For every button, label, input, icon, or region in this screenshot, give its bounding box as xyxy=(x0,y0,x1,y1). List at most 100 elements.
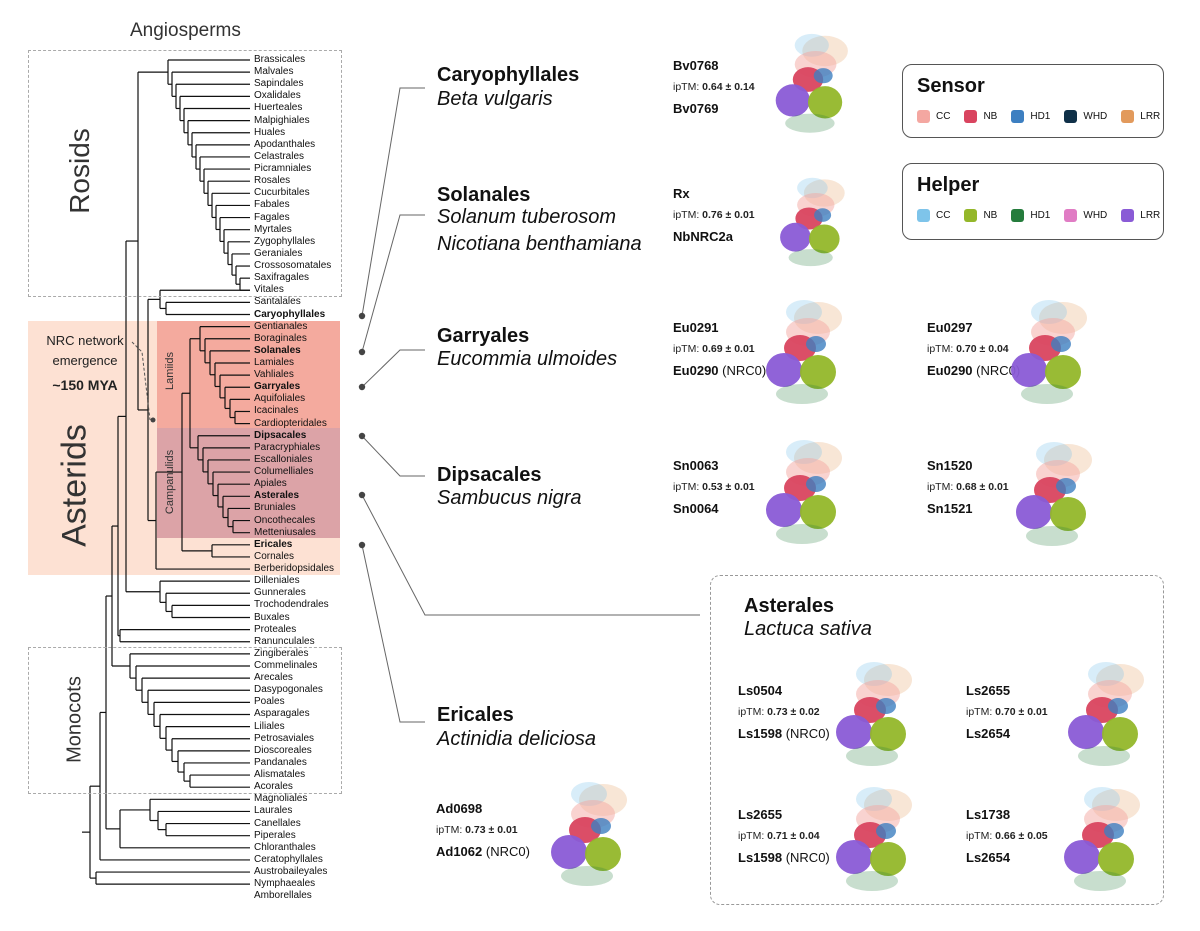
order-label: Commelinales xyxy=(254,660,318,671)
structure-domain xyxy=(856,787,892,811)
sensor-legend-label: LRR xyxy=(1140,111,1161,122)
caryophyllales-title: Caryophyllales xyxy=(437,64,580,86)
structure-domain xyxy=(800,355,836,389)
garryales-title: Garryales xyxy=(437,325,530,347)
order-label: Cucurbitales xyxy=(254,187,310,199)
order-label: Trochodendrales xyxy=(254,599,329,611)
order-label: Arecales xyxy=(254,672,293,684)
order-label: Garryales xyxy=(254,381,301,393)
order-label: Malvales xyxy=(254,66,294,78)
iptm-prefix: ipTM: xyxy=(673,343,703,355)
structure-domain xyxy=(561,866,613,886)
iptm-prefix: ipTM: xyxy=(738,706,768,718)
structure-domain xyxy=(856,662,892,686)
order-label: Escalloniales xyxy=(254,453,313,465)
sensor-swatch-lrr xyxy=(1121,110,1135,123)
order-label: Solanales xyxy=(254,344,301,356)
protein-b-suffix: (NRC0) xyxy=(718,363,767,378)
structure-domain xyxy=(809,224,840,254)
order-label: Ranunculales xyxy=(254,635,315,647)
protein-a-name: Ls1738 xyxy=(966,807,1011,822)
order-label: Petrosaviales xyxy=(254,732,315,744)
order-label: Asterales xyxy=(254,490,300,502)
protein-a-name: Rx xyxy=(673,186,690,201)
nrc-annotation-line2: emergence xyxy=(52,353,118,368)
order-label: Columelliales xyxy=(254,466,314,478)
order-label: Piperales xyxy=(254,829,296,841)
order-label: Amborellales xyxy=(254,890,312,902)
iptm-value: 0.71 ± 0.04 xyxy=(767,830,820,842)
iptm-value: 0.64 ± 0.14 xyxy=(702,81,755,93)
protein-b-id: NbNRC2a xyxy=(673,229,733,244)
sensor-legend-label: HD1 xyxy=(1030,111,1051,122)
order-label: Icacinales xyxy=(254,405,299,417)
structure-domain xyxy=(1102,717,1138,751)
protein-b-name: Ls2654 xyxy=(966,726,1010,741)
sensor-legend-title: Sensor xyxy=(917,75,985,97)
iptm-score: ipTM: 0.73 ± 0.01 xyxy=(436,824,518,836)
helper-legend-label: LRR xyxy=(1140,210,1161,221)
order-label: Sapindales xyxy=(254,78,304,90)
order-label: Laurales xyxy=(254,805,293,817)
order-label: Malpighiales xyxy=(254,114,310,126)
order-label: Saxifragales xyxy=(254,272,310,284)
iptm-score: ipTM: 0.53 ± 0.01 xyxy=(673,481,755,493)
order-label: Bruniales xyxy=(254,502,296,514)
structure-domain xyxy=(780,222,811,252)
protein-a-name: Ad0698 xyxy=(436,801,483,816)
structure-domain xyxy=(1036,442,1072,466)
sensor-legend-label: WHD xyxy=(1083,111,1108,122)
protein-b-id: Ls1598 xyxy=(738,850,783,865)
structure-domain xyxy=(1108,698,1128,714)
protein-b-id: Eu0290 xyxy=(673,363,719,378)
campanulid-shading xyxy=(157,428,340,538)
structure-domain xyxy=(776,384,828,404)
order-label: Lamiales xyxy=(254,357,295,368)
iptm-value: 0.68 ± 0.01 xyxy=(956,481,1009,493)
structure-domain xyxy=(876,698,896,714)
protein-b-name: Eu0290 (NRC0) xyxy=(673,363,766,378)
order-label: Berberidopsidales xyxy=(254,563,335,575)
sensor-swatch-hd1 xyxy=(1011,110,1025,123)
order-label: Gunnerales xyxy=(254,587,306,599)
structure-domain xyxy=(800,495,836,529)
structure-domain xyxy=(806,476,826,492)
structure-domain xyxy=(585,837,621,871)
panel-connector xyxy=(361,494,700,616)
panel-connector xyxy=(361,349,425,388)
order-label: Oncothecales xyxy=(254,514,316,526)
connector-dot xyxy=(358,541,366,549)
protein-complex-structure xyxy=(1016,442,1092,546)
protein-b-name: Ls1598 (NRC0) xyxy=(738,726,830,741)
order-label: Crossosomatales xyxy=(254,260,332,272)
protein-a-name: Eu0291 xyxy=(673,320,719,335)
protein-a-name: Ls0504 xyxy=(738,683,783,698)
protein-b-id: Ls2654 xyxy=(966,850,1011,865)
structure-domain xyxy=(786,440,822,464)
order-label: Asparagales xyxy=(254,708,310,720)
order-label: Fagales xyxy=(254,211,290,223)
structure-domain xyxy=(814,208,832,222)
protein-b-id: Ls1598 xyxy=(738,726,783,741)
structure-domain xyxy=(1084,787,1120,811)
order-label: Apodanthales xyxy=(254,138,316,150)
iptm-value: 0.73 ± 0.01 xyxy=(465,824,518,836)
structure-domain xyxy=(1050,497,1086,531)
protein-b-name: Sn0064 xyxy=(673,501,719,516)
structure-domain xyxy=(775,84,810,117)
order-label: Vahliales xyxy=(254,369,294,381)
structure-domain xyxy=(785,113,835,133)
helper-legend-label: HD1 xyxy=(1030,210,1051,221)
structure-domain xyxy=(876,823,896,839)
iptm-score: ipTM: 0.70 ± 0.01 xyxy=(966,706,1048,718)
sensor-legend-label: NB xyxy=(983,111,998,122)
iptm-value: 0.70 ± 0.01 xyxy=(995,706,1048,718)
structure-domain xyxy=(1056,478,1076,494)
order-label: Dasypogonales xyxy=(254,684,323,696)
order-label: Chloranthales xyxy=(254,841,316,853)
protein-b-name: Ls2654 xyxy=(966,850,1010,865)
structure-domain xyxy=(1068,715,1104,749)
iptm-score: ipTM: 0.68 ± 0.01 xyxy=(927,481,1009,493)
